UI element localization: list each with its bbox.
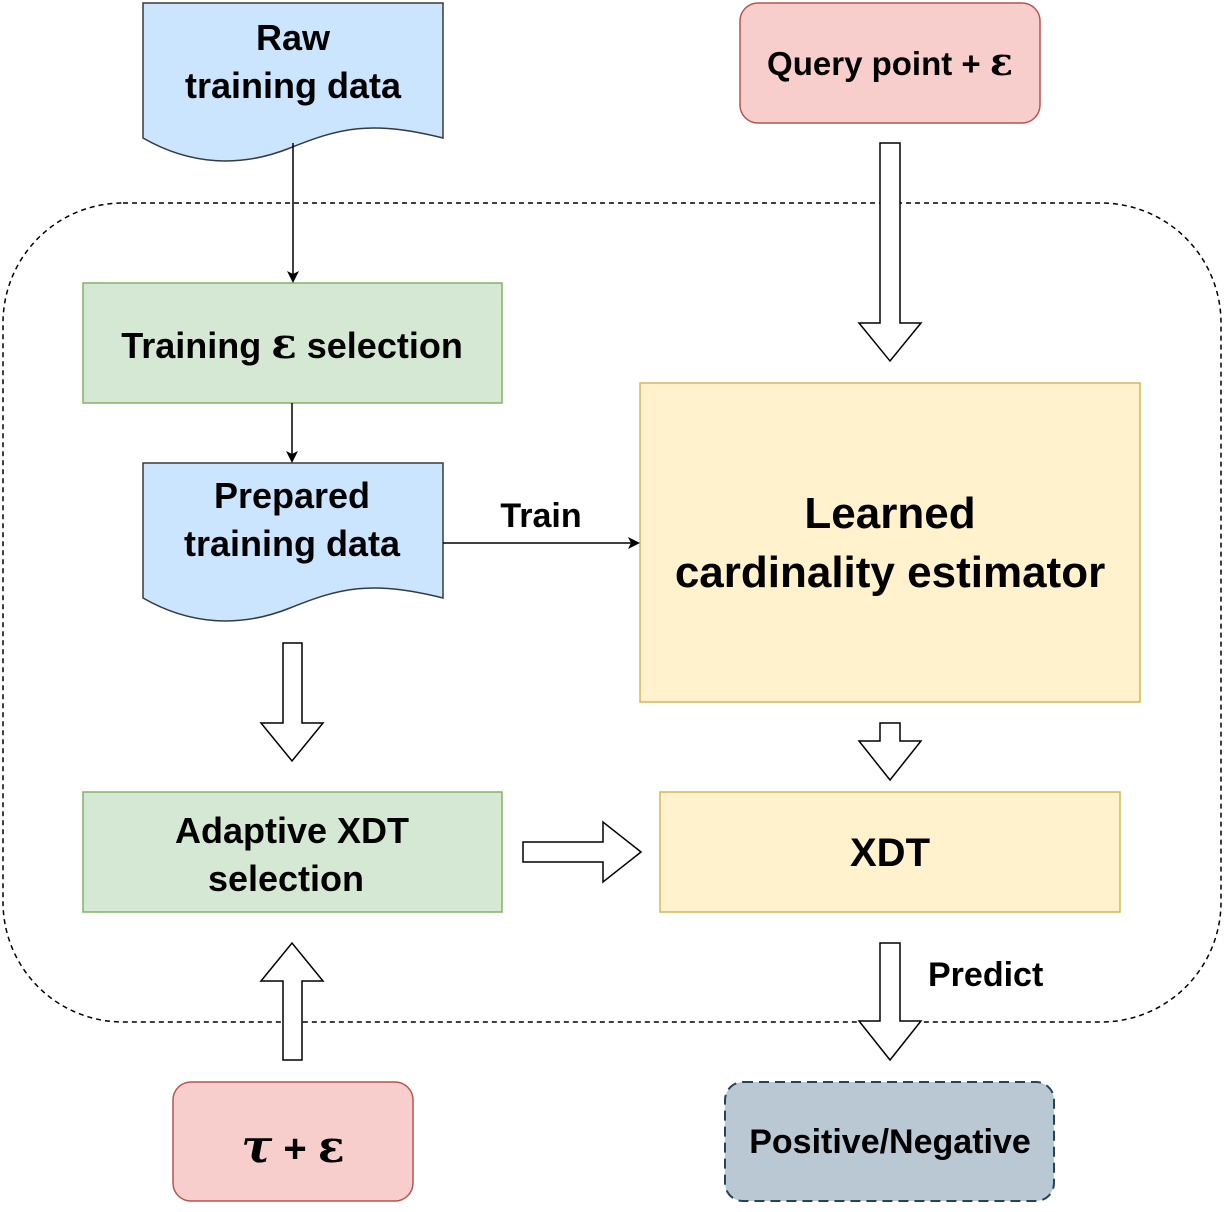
raw-training-data-line1: Raw xyxy=(256,17,331,58)
xdt-shape xyxy=(659,791,1121,913)
block-arrow-prepared-to-xdt-selection xyxy=(259,642,325,763)
query-point-node[interactable]: Query point + ε xyxy=(739,2,1041,124)
tau-symbol: τ xyxy=(241,1119,272,1173)
query-point-label: Query point + ε xyxy=(767,39,1013,84)
adaptive-xdt-selection-node[interactable]: Adaptive XDT selection xyxy=(82,791,503,913)
xdt-label: XDT xyxy=(850,831,930,875)
train-edge-label: Train xyxy=(500,497,581,535)
block-arrow-tau-to-xdt-selection xyxy=(259,941,325,1061)
block-arrow-xdt-selection-to-xdt xyxy=(522,820,643,884)
query-point-shape xyxy=(739,2,1041,124)
epsilon-symbol: ε xyxy=(271,319,297,368)
tau-epsilon-node[interactable]: τ + ε xyxy=(172,1081,414,1202)
raw-training-data-shape xyxy=(142,2,444,162)
tau-epsilon-shape xyxy=(172,1081,414,1202)
block-arrow-xdt-to-output xyxy=(857,942,923,1062)
adaptive-xdt-selection-line1: Adaptive XDT xyxy=(175,810,409,851)
block-arrow-query-to-estimator xyxy=(857,142,923,363)
training-epsilon-selection-node[interactable]: Training ε selection xyxy=(82,282,503,404)
raw-training-data-line2: training data xyxy=(185,65,402,106)
prepared-training-data-node[interactable]: Prepared training data xyxy=(142,462,444,622)
block-arrow-estimator-to-xdt xyxy=(857,722,923,782)
positive-negative-shape xyxy=(724,1081,1055,1202)
prepared-training-data-shape xyxy=(142,462,444,622)
positive-negative-label: Positive/Negative xyxy=(749,1123,1031,1161)
tau-epsilon-label: τ + ε xyxy=(241,1119,344,1173)
system-boundary xyxy=(2,202,1222,1023)
xdt-node[interactable]: XDT xyxy=(659,791,1121,913)
adaptive-xdt-selection-shape xyxy=(82,791,503,913)
epsilon-symbol: ε xyxy=(318,1122,345,1173)
training-epsilon-selection-label: Training ε selection xyxy=(121,319,463,368)
cardinality-estimator-line1: Learned xyxy=(804,489,975,538)
epsilon-symbol: ε xyxy=(990,39,1013,84)
cardinality-estimator-line2: cardinality estimator xyxy=(675,548,1105,597)
training-epsilon-selection-shape xyxy=(82,282,503,404)
predict-edge-label: Predict xyxy=(928,956,1043,994)
cardinality-estimator-shape xyxy=(639,382,1141,703)
positive-negative-node[interactable]: Positive/Negative xyxy=(724,1081,1055,1202)
raw-training-data-node[interactable]: Raw training data xyxy=(142,2,444,162)
adaptive-xdt-selection-line2: selection xyxy=(208,858,364,899)
cardinality-estimator-node[interactable]: Learned cardinality estimator xyxy=(639,382,1141,703)
prepared-training-data-line2: training data xyxy=(184,523,401,564)
prepared-training-data-line1: Prepared xyxy=(214,475,370,516)
